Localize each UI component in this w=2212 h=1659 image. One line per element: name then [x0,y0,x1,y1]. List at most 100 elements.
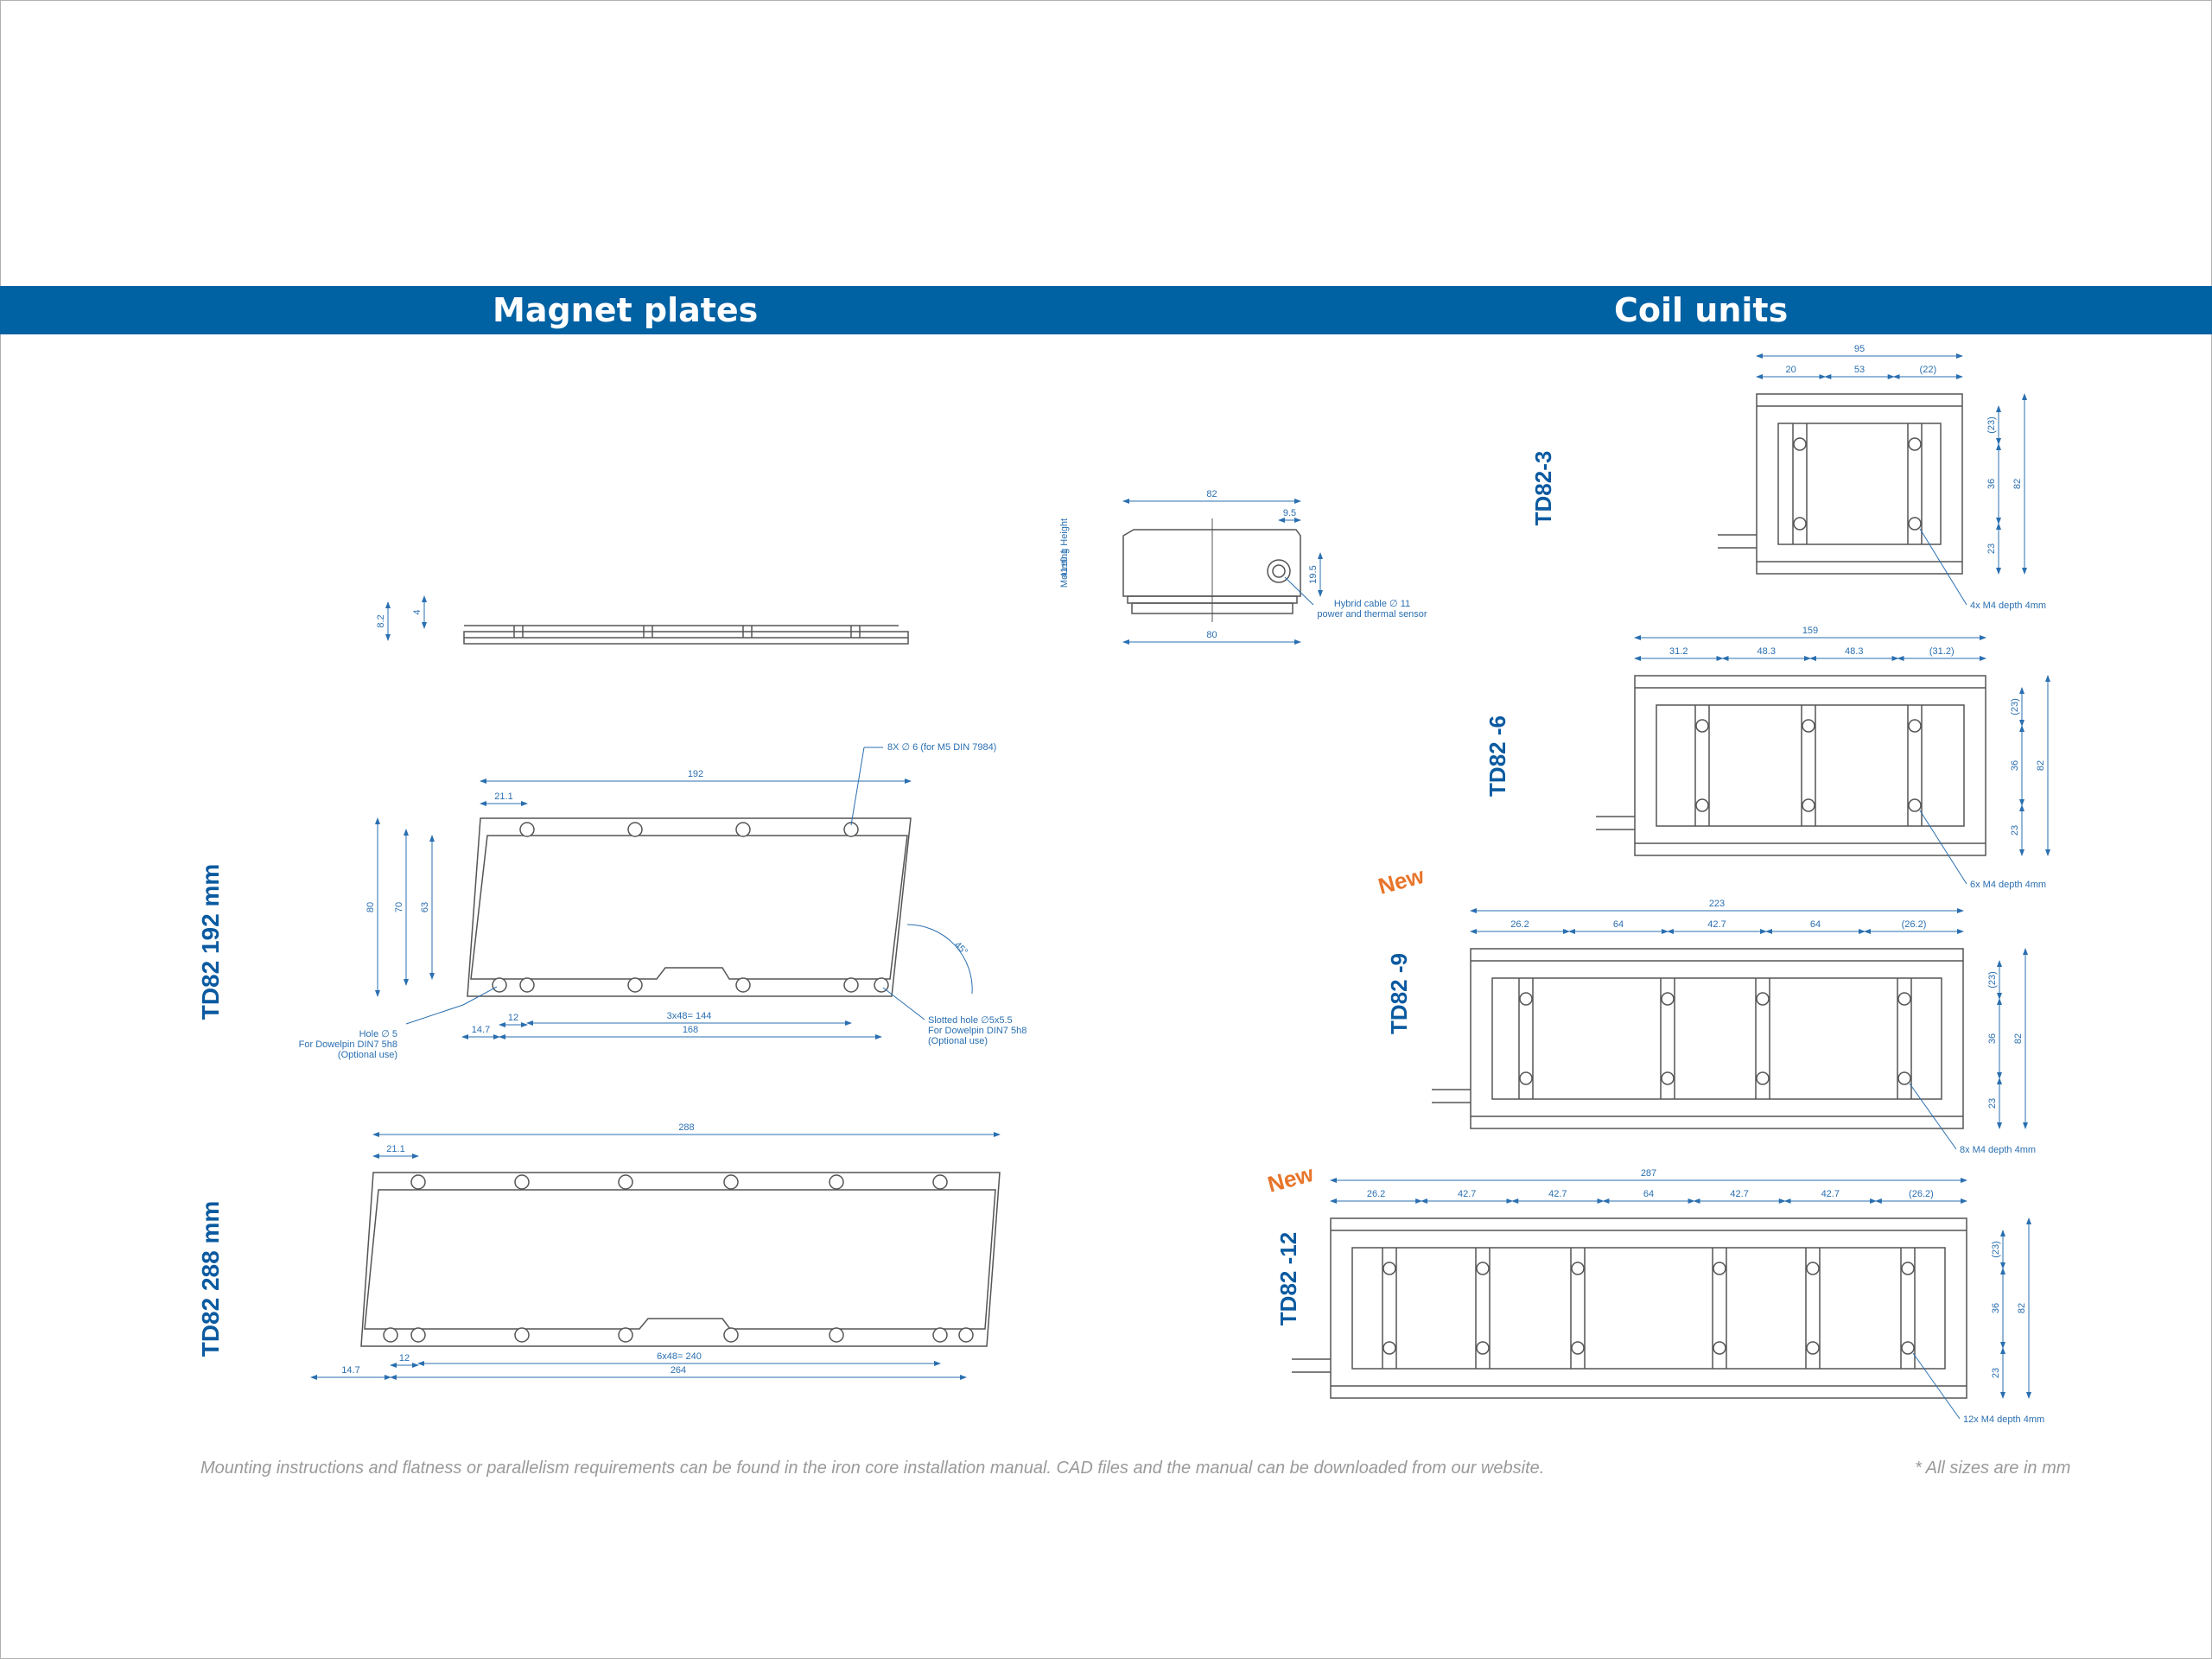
dim-168-label: 168 [683,1025,698,1035]
coil-1-hole-top-0 [1695,719,1709,733]
coil-0-dim-seg-0-label: 20 [1786,365,1796,375]
coil-2-hole-top-1 [1661,992,1675,1006]
coil-2-hole-bot-3 [1897,1071,1911,1085]
mounting-height-1: 41±0.1 [1059,549,1070,578]
screw-note: 8X ∅ 6 (for M5 DIN 7984) [887,742,996,753]
coil-1-dim-v0-label: (23) [2010,698,2020,715]
td82-288-top-hole-0 [410,1174,426,1190]
coil-1-dim-v1-label: 36 [2010,760,2020,771]
footer-note: Mounting instructions and flatness or pa… [200,1459,1545,1478]
coil-3-cable [1292,1358,1331,1373]
coil-0-hole-bot-0 [1793,517,1807,531]
coil-3-dim-seg-6-label: (26.2) [1909,1189,1934,1199]
dim-4-label: 4 [412,609,423,614]
coil-2-new-badge: New [1376,862,1427,899]
coil-3-new-badge: New [1265,1160,1317,1198]
coil-3-outer [1330,1217,1967,1399]
dim-14-7-b-label: 14.7 [341,1365,359,1376]
dim-coil-82-label: 82 [1206,489,1217,499]
td82-192-top-hole-1 [627,822,643,837]
coil-0-dim-seg-1-label: 53 [1854,365,1865,375]
coil-1-dim-seg-2-label: 48.3 [1845,646,1863,657]
slot-leader [882,987,925,1020]
hole-note-0: Hole ∅ 5 [359,1029,397,1039]
coil-1-dim-height-label: 82 [2036,760,2046,771]
coil-3-dim-v0-label: (23) [1991,1241,2001,1258]
coil-1-hole-bot-2 [1908,798,1922,812]
coil-3-inner [1351,1247,1946,1370]
coil-2-hole-bot-1 [1661,1071,1675,1085]
coil-3-dim-overall-label: 287 [1641,1168,1656,1179]
coil-3-hole-bot-1 [1476,1341,1490,1355]
coil-2-hole-bot-0 [1519,1071,1533,1085]
dim-192-label: 192 [688,769,703,779]
coil-3-dim-height-label: 82 [2017,1303,2027,1313]
coil-1-outer [1634,675,1986,856]
cable-leader [1284,576,1314,606]
dim-19-5-label: 19.5 [1308,565,1319,583]
coil-0-dim-height-label: 82 [2012,479,2023,489]
td82-288-top-hole-5 [932,1174,948,1190]
coil-1-hole-bot-1 [1802,798,1815,812]
coil-0-inner [1777,423,1942,545]
td82-288-bottom-hole-6 [932,1327,948,1343]
td82-288-top-hole-3 [723,1174,739,1190]
coil-2-dim-seg-3-label: 64 [1810,919,1821,930]
coil-2-note-leader [1909,1083,1957,1150]
coil-2-dim-seg-0-label: 26.2 [1510,919,1529,930]
slot-note-0: Slotted hole ∅5x5.5 [928,1015,1013,1026]
td82-288-bottom-hole-2 [514,1327,530,1343]
coil-2-cable [1432,1089,1471,1103]
coil-2-hole-top-2 [1756,992,1770,1006]
coil-2-inner [1491,977,1942,1100]
coil-2-dim-seg-1-label: 64 [1613,919,1624,930]
td82-288-top-hole-4 [829,1174,844,1190]
coil-3-dim-seg-4-label: 42.7 [1730,1189,1748,1199]
td82-288-top-hole-1 [514,1174,530,1190]
td82-288-bottom-hole-0 [383,1327,398,1343]
coil-3-hole-top-3 [1713,1262,1726,1275]
coil-1-dim-seg-0-label: 31.2 [1669,646,1688,657]
td82-288-bottom-hole-1 [410,1327,426,1343]
coil-1-label: TD82 -6 [1484,715,1510,797]
coil-3-dim-seg-0-label: 26.2 [1367,1189,1385,1199]
coil-3-hole-top-5 [1901,1262,1915,1275]
coil-1-dim-seg-3-label: (31.2) [1929,646,1955,657]
units-note: * All sizes are in mm [1915,1459,2071,1478]
td82-192-pocket [470,835,908,980]
coil-3-hole-bot-0 [1382,1341,1396,1355]
coil-2-dim-v0-label: (23) [1987,971,1998,988]
coil-1-inner [1656,704,1965,827]
coil-0-note: 4x M4 depth 4mm [1970,601,2046,611]
dim-21-1-b-label: 21.1 [386,1144,404,1154]
td82-192-top-hole-0 [519,822,535,837]
td82-192-bottom-hole-3 [735,977,751,993]
coil-3-hole-top-1 [1476,1262,1490,1275]
coil-1-hole-bot-0 [1695,798,1709,812]
slot-note-2: (Optional use) [928,1036,988,1046]
header-band: Magnet plates Coil units [0,286,2212,334]
coil-1-hole-top-1 [1802,719,1815,733]
td82-192-bottom-hole-1 [519,977,535,993]
coil-3-hole-bot-3 [1713,1341,1726,1355]
dim-coil-80-label: 80 [1206,630,1217,640]
coil-units-title: Coil units [1614,291,1789,329]
dim-6x48-label: 6x48= 240 [657,1351,702,1362]
coil-2-note: 8x M4 depth 4mm [1960,1145,2036,1155]
dim-14-7-a-label: 14.7 [472,1025,490,1035]
dim-12-a-label: 12 [508,1013,518,1023]
angle-label: 45° [952,940,969,957]
coil-0-hole-bot-1 [1908,517,1922,531]
td82-288-pocket [364,1189,996,1330]
coil-3-dim-v1-label: 36 [1991,1303,2001,1313]
coil-2-dim-seg-2-label: 42.7 [1707,919,1726,930]
dim-8-2-label: 8.2 [376,614,386,627]
coil-2-hole-top-3 [1897,992,1911,1006]
dim-264-label: 264 [671,1365,686,1376]
screw-leader [850,747,865,826]
td82-192-top-hole-2 [735,822,751,837]
coil-3-hole-top-4 [1806,1262,1820,1275]
coil-1-dim-seg-1-label: 48.3 [1758,646,1776,657]
coil-0-cable [1718,534,1757,549]
td82-288-top-hole-2 [618,1174,633,1190]
